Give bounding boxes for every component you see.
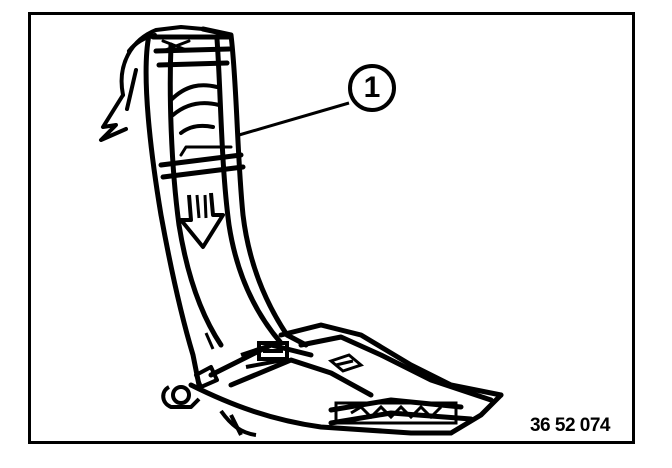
down-arrow-icon [179, 192, 225, 249]
hinge-bracket [161, 365, 257, 437]
callout-leader [238, 101, 350, 137]
backrest-cover [99, 25, 205, 142]
pivot-bolt [204, 332, 289, 369]
backrest-strap-lines [169, 83, 221, 135]
figure-frame: 1 36 52 074 [28, 12, 635, 444]
backrest-frame [143, 26, 309, 388]
callout-circle [348, 64, 396, 112]
seat-assembly-illustration [99, 25, 504, 437]
callout-number-label: 1 [363, 71, 381, 104]
seat-base-frame [188, 322, 504, 436]
shading-marks [327, 353, 365, 373]
figure-code-label: 36 52 074 [529, 415, 611, 436]
seat-spring [334, 401, 458, 425]
